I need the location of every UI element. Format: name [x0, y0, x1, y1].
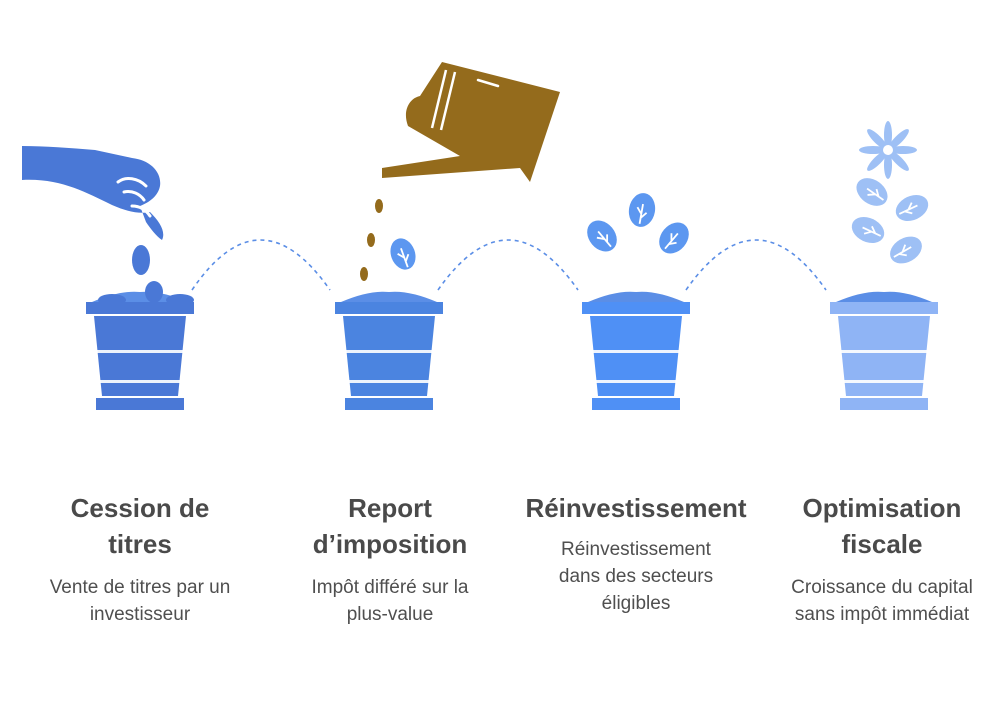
pot-base	[840, 398, 928, 410]
pot-body	[343, 316, 435, 396]
connectors	[191, 239, 827, 291]
pot-base	[592, 398, 680, 410]
soil	[588, 291, 684, 302]
step-1: Cession de titres Vente de titres par un…	[30, 490, 250, 628]
hand-dropping-seeds-icon	[22, 146, 194, 306]
water-drop	[367, 233, 375, 247]
water-drop	[360, 267, 368, 281]
step-title: Optimisation fiscale	[802, 493, 962, 559]
step-4: Optimisation fiscale Croissance du capit…	[772, 490, 992, 628]
step-3: Réinvestissement Réinvestissement dans d…	[525, 490, 746, 617]
connector-3-4	[685, 239, 827, 291]
process-illustration	[22, 62, 938, 410]
pot-body	[94, 316, 186, 396]
pot-body	[590, 316, 682, 396]
pot-base	[96, 398, 184, 410]
connector-2-3	[437, 239, 579, 291]
leaves-light-icon	[851, 178, 929, 264]
seed	[132, 245, 150, 275]
pot-rim	[830, 302, 938, 314]
connector-1-2	[191, 239, 331, 291]
pot-base	[345, 398, 433, 410]
soil	[836, 291, 932, 302]
step-title: Réinvestissement	[525, 493, 747, 523]
sprouting-leaves-icon	[587, 193, 689, 254]
step-title: Cession de titres	[70, 493, 210, 559]
soil	[341, 291, 437, 302]
pot-2	[335, 291, 443, 410]
step-description: Croissance du capital sans impôt immédia…	[791, 577, 973, 625]
step-description: Impôt différé sur la plus-value	[311, 577, 469, 625]
pot-body	[838, 316, 930, 396]
seed	[98, 294, 126, 306]
step-2: Report d’imposition Impôt différé sur la…	[280, 490, 500, 628]
step-title: Report d’imposition	[312, 493, 468, 559]
leaf-icon	[390, 238, 416, 270]
step-description: Vente de titres par un investisseur	[49, 577, 231, 625]
seed	[166, 294, 194, 306]
pot-rim	[582, 302, 690, 314]
watering-can-icon	[360, 62, 560, 281]
water-drop	[375, 199, 383, 213]
pot-3	[582, 291, 690, 410]
pot-rim	[335, 302, 443, 314]
seed	[145, 281, 163, 303]
step-description: Réinvestissement dans des secteurs éligi…	[558, 539, 714, 614]
pot-4	[830, 291, 938, 410]
pot-1	[86, 291, 194, 410]
flower-icon	[859, 121, 917, 179]
